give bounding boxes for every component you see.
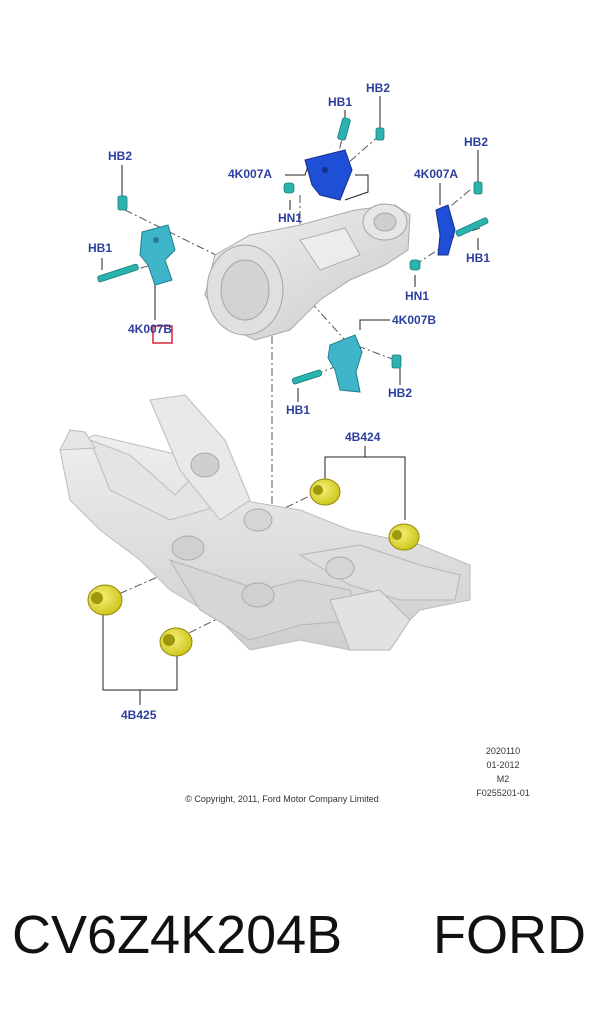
bushing-4b425-upper [87,584,123,616]
label-4k007a-right: 4K007A [414,167,458,181]
exploded-parts-diagram: HB1 HB2 HB2 4K007A HN1 4K007A HB2 HB1 HN… [59,81,530,804]
label-hn1-center: HN1 [278,211,302,225]
label-4k007b-front: 4K007B [392,313,436,327]
callout-labels: HB1 HB2 HB2 4K007A HN1 4K007A HB2 HB1 HN… [88,81,490,722]
label-hb1-top: HB1 [328,95,352,109]
label-4b425: 4B425 [121,708,157,722]
mount-bracket-4k007a-center [304,149,353,201]
mount-bracket-4k007a-right [435,204,456,256]
meta-line-4: F0255201-01 [476,788,530,798]
mount-bracket-4k007b-front [327,334,363,393]
callout-lines [101,96,479,705]
label-4k007b-left: 4K007B [128,322,172,336]
label-hb1-left: HB1 [88,241,112,255]
copyright-notice: © Copyright, 2011, Ford Motor Company Li… [185,794,379,804]
label-hb2-front: HB2 [388,386,412,400]
highlight-box [152,325,173,344]
fasteners [97,117,489,385]
label-hb2-right: HB2 [464,135,488,149]
rear-differential-housing [204,203,411,341]
product-footer: CV6Z4K204B FORD [0,895,600,975]
mount-bracket-4k007b-left [139,224,176,286]
meta-line-3: M2 [497,774,510,784]
diagram-metadata: 2020110 01-2012 M2 F0255201-01 © Copyrig… [185,746,530,804]
label-hb2-top: HB2 [366,81,390,95]
label-4k007a-center: 4K007A [228,167,272,181]
label-4b424: 4B424 [345,430,381,444]
bushing-4b424-lower [388,523,420,551]
meta-line-1: 2020110 [486,746,520,756]
bushing-4b424-upper [309,478,341,506]
label-hb2-left: HB2 [108,149,132,163]
label-hb1-front: HB1 [286,403,310,417]
label-hb1-right: HB1 [466,251,490,265]
label-hn1-right: HN1 [405,289,429,303]
rear-subframe [59,394,471,651]
brand-name: FORD [433,905,586,965]
meta-line-2: 01-2012 [486,760,519,770]
bushing-4b425-lower [159,627,193,657]
part-number: CV6Z4K204B [12,905,343,965]
